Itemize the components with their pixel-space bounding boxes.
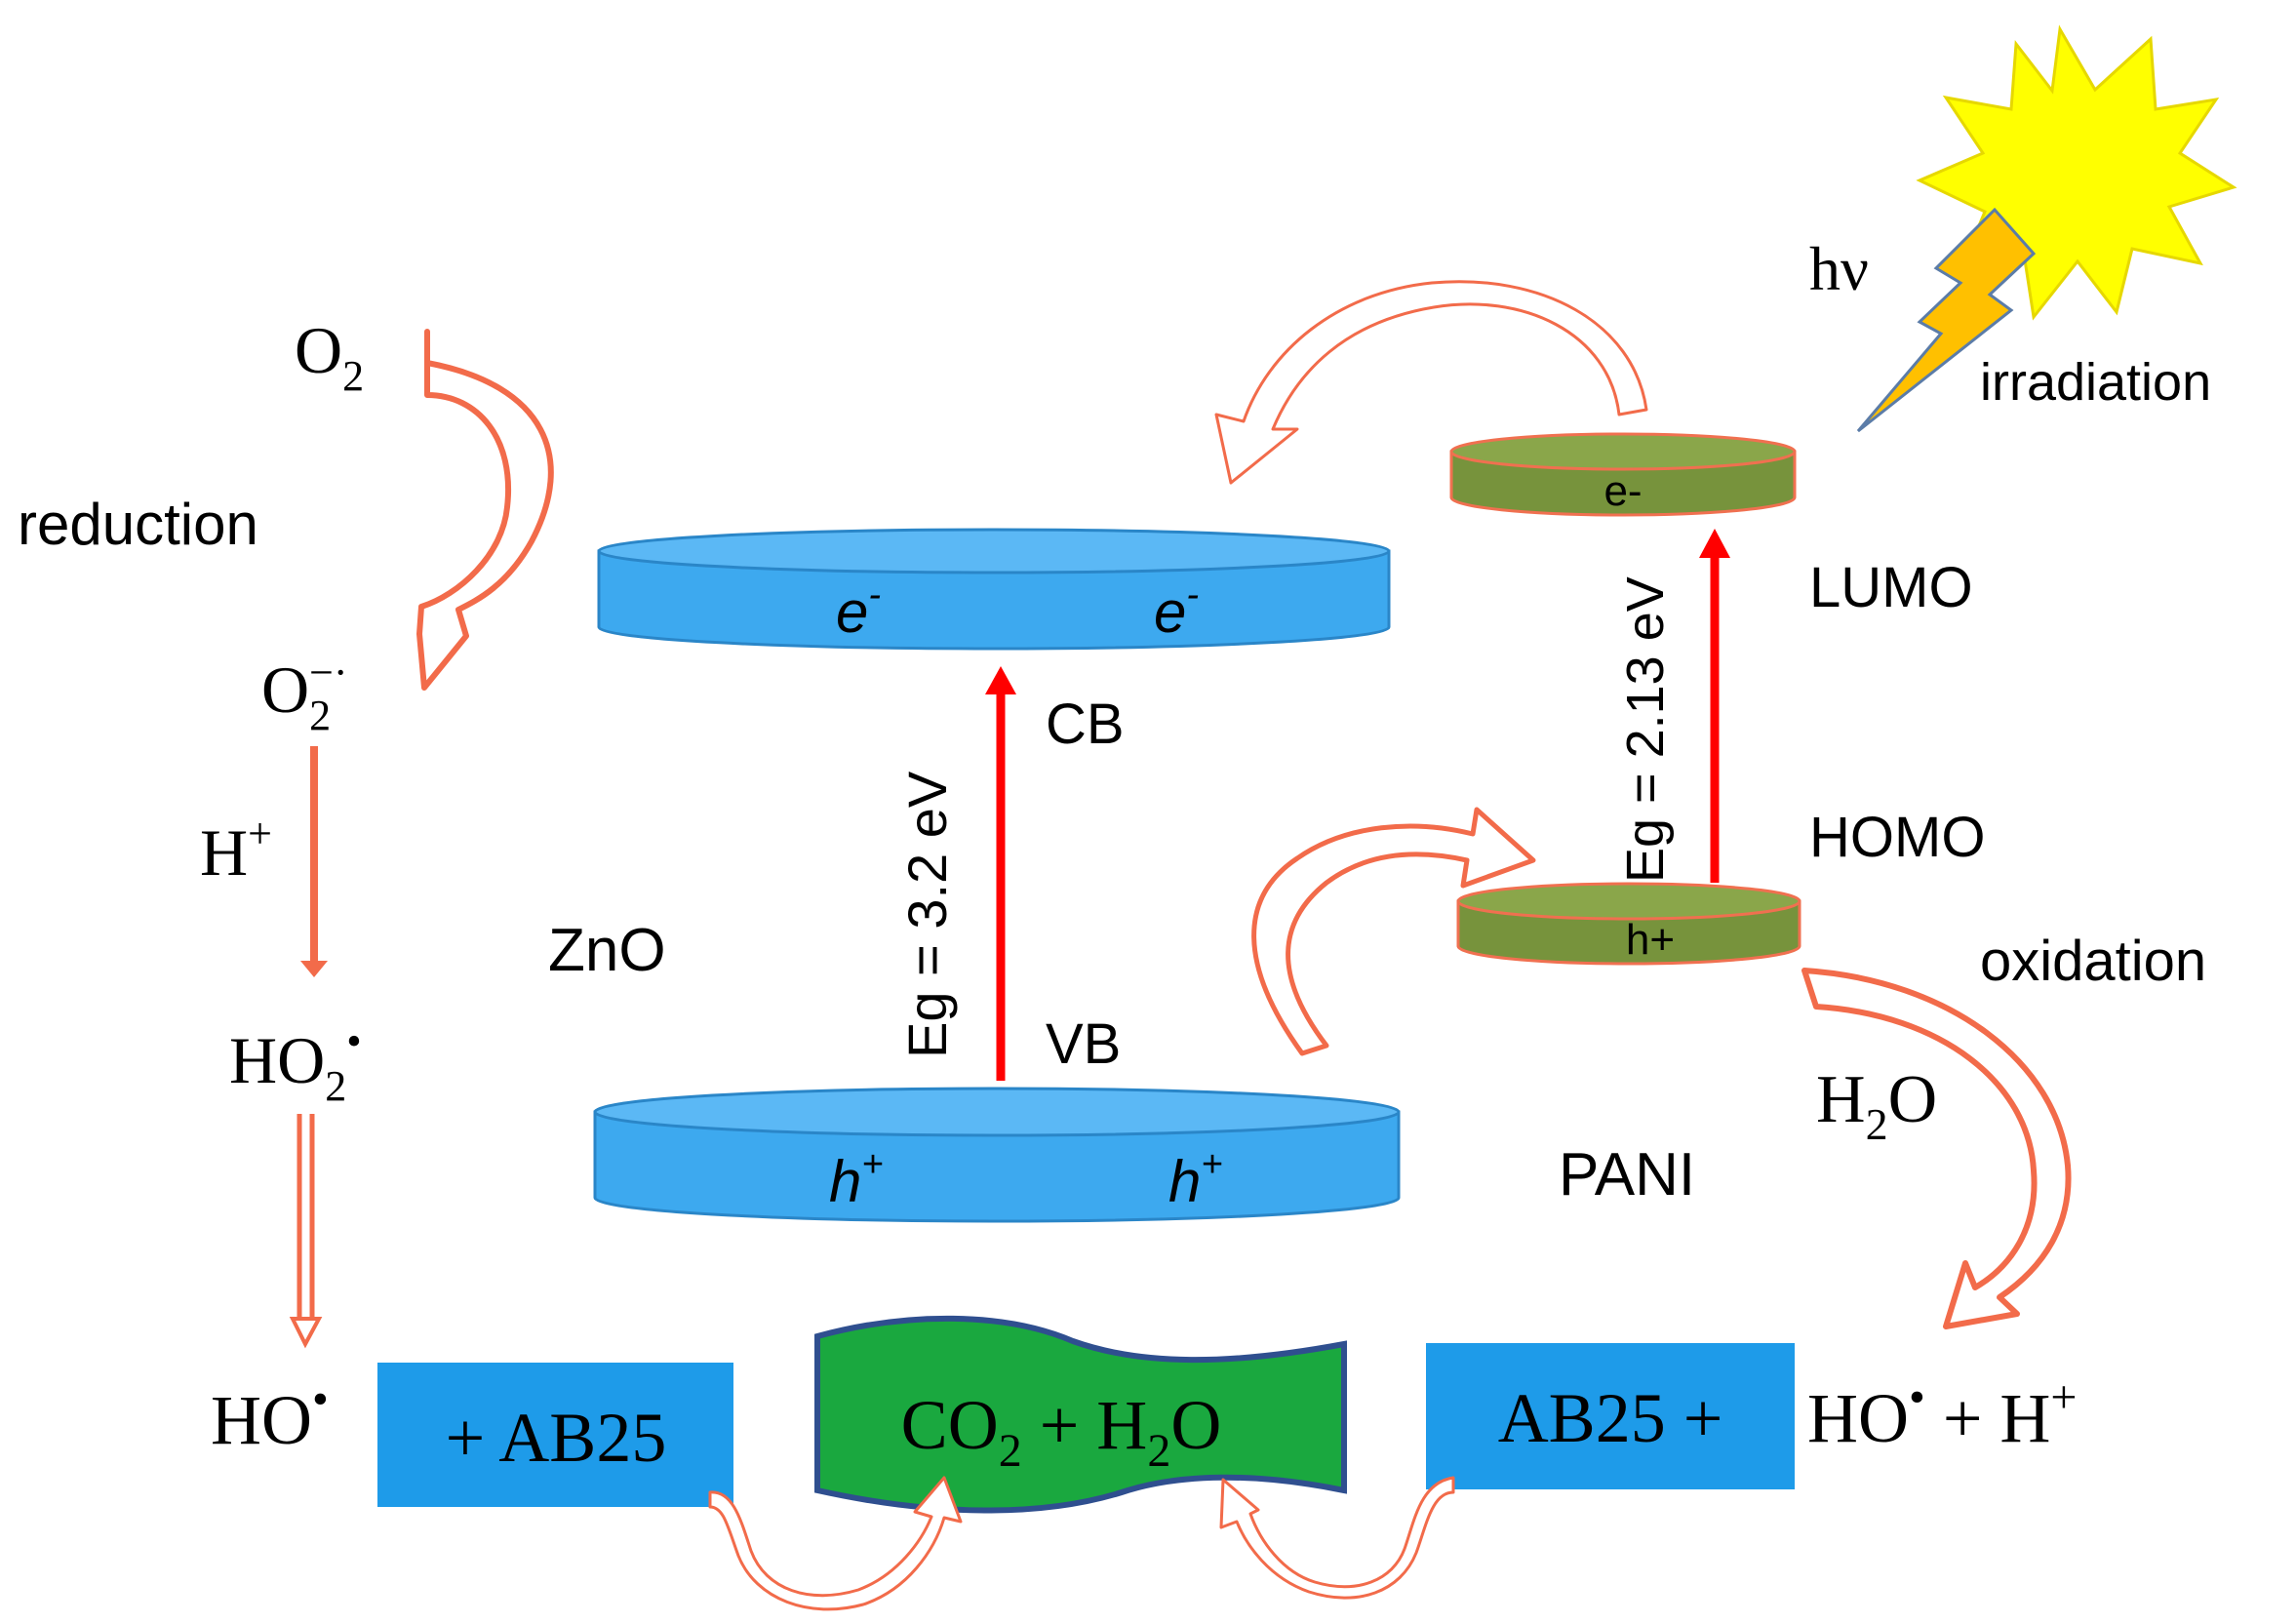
degradation-arrow-right xyxy=(1219,1476,1455,1600)
products-label: CO2 + H2O xyxy=(901,1386,1222,1477)
zno-bandgap-label: Eg = 3.2 eV xyxy=(896,771,958,1058)
lightning-bolt-icon xyxy=(1856,207,2037,433)
ab25-label-left: + AB25 xyxy=(446,1399,667,1477)
protonation-arrowhead xyxy=(300,961,328,977)
vb-label: VB xyxy=(1046,1012,1121,1076)
ab25-label-right: AB25 + xyxy=(1498,1379,1723,1457)
reduction-label: reduction xyxy=(18,492,258,557)
zno-excitation-arrowhead xyxy=(985,666,1016,694)
pani-bandgap-label: Eg = 2.13 eV xyxy=(1616,576,1675,883)
hole-transfer-arrow xyxy=(1251,807,1536,1056)
homo-label: HOMO xyxy=(1809,806,1985,869)
h2o-species: H2O xyxy=(1816,1062,1937,1149)
pani-excitation-arrowhead xyxy=(1699,529,1730,558)
oxidation-label: oxidation xyxy=(1980,930,2206,993)
ho-radical-left: HO• xyxy=(211,1373,329,1459)
ho2-to-ho-arrowhead xyxy=(289,1317,323,1349)
irradiation-label: irradiation xyxy=(1980,353,2211,412)
cb-label: CB xyxy=(1046,693,1125,756)
pani-label: PANI xyxy=(1559,1141,1695,1208)
zno-cb-band xyxy=(597,528,1391,651)
ab25-box-left xyxy=(377,1363,733,1507)
degradation-arrow-left xyxy=(708,1476,963,1611)
lumo-label: LUMO xyxy=(1809,556,1973,619)
electron-transfer-arrow xyxy=(1214,280,1648,485)
h-plus-species: H+ xyxy=(200,810,272,890)
homo-hole: h+ xyxy=(1626,916,1675,964)
cb-electron-1: e- xyxy=(836,574,881,645)
products-wave xyxy=(814,1315,1347,1514)
ho-h-right-species: HO• + H+ xyxy=(1807,1371,2078,1457)
pani-lumo-orbital xyxy=(1449,432,1797,517)
zno-label: ZnO xyxy=(548,917,666,984)
lumo-electron: e- xyxy=(1603,467,1642,515)
reduction-curved-arrow xyxy=(416,329,554,691)
ho2-radical-species: HO2• xyxy=(229,1017,362,1110)
ab25-box-right xyxy=(1426,1343,1795,1489)
cb-electron-2: e- xyxy=(1154,574,1199,645)
vb-hole-2: h+ xyxy=(1168,1144,1223,1214)
o2-species: O2 xyxy=(295,313,364,400)
oxidation-curved-arrow xyxy=(1801,968,2072,1329)
zno-vb-band xyxy=(593,1087,1401,1223)
superoxide-species: O2−· xyxy=(261,649,348,739)
hv-label: hν xyxy=(1809,234,1869,303)
pani-homo-orbital xyxy=(1456,882,1801,966)
vb-hole-1: h+ xyxy=(829,1144,884,1214)
